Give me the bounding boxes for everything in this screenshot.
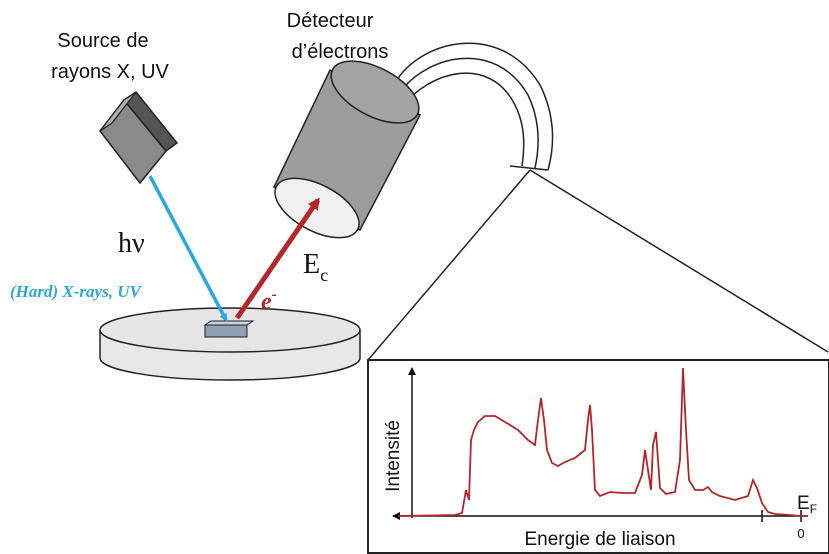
fermi-subscript: F: [810, 502, 817, 516]
xray-source-box: [99, 90, 179, 185]
fermi-zero-label: 0: [797, 526, 804, 541]
spectrum-xlabel: Energie de liaison: [524, 529, 675, 550]
sample-stage: [99, 307, 361, 381]
source-label-line1: Source de: [57, 30, 148, 52]
electron-beam: [234, 197, 321, 320]
zoom-line-left: [367, 169, 531, 361]
photon-beam: [148, 175, 228, 322]
photon-kind-label: (Hard) X-rays, UV: [10, 282, 142, 301]
kinetic-energy-subscript: c: [320, 265, 328, 285]
analyzer-arc: [394, 42, 554, 171]
source-label-line2: rayons X, UV: [51, 61, 169, 83]
fermi-symbol: E: [797, 493, 810, 514]
kinetic-energy-symbol: E: [303, 249, 320, 280]
spectrum-panel: [367, 359, 829, 554]
electron-charge: -: [272, 286, 277, 303]
electron-symbol: e: [261, 289, 272, 315]
spectrum-ylabel: Intensité: [383, 420, 404, 492]
kinetic-energy-label: Ec: [303, 249, 328, 285]
detector-label-line2: d’électrons: [292, 41, 389, 63]
detector-label-line1: Détecteur: [287, 10, 374, 32]
electron-detector: [273, 60, 422, 239]
zoom-line-right: [529, 169, 829, 353]
fermi-label: EF: [797, 493, 817, 516]
photon-label: hν: [118, 228, 145, 259]
spectrum-curve: [397, 367, 808, 517]
electron-label: e-: [261, 286, 277, 315]
sample-chip: [203, 320, 255, 338]
